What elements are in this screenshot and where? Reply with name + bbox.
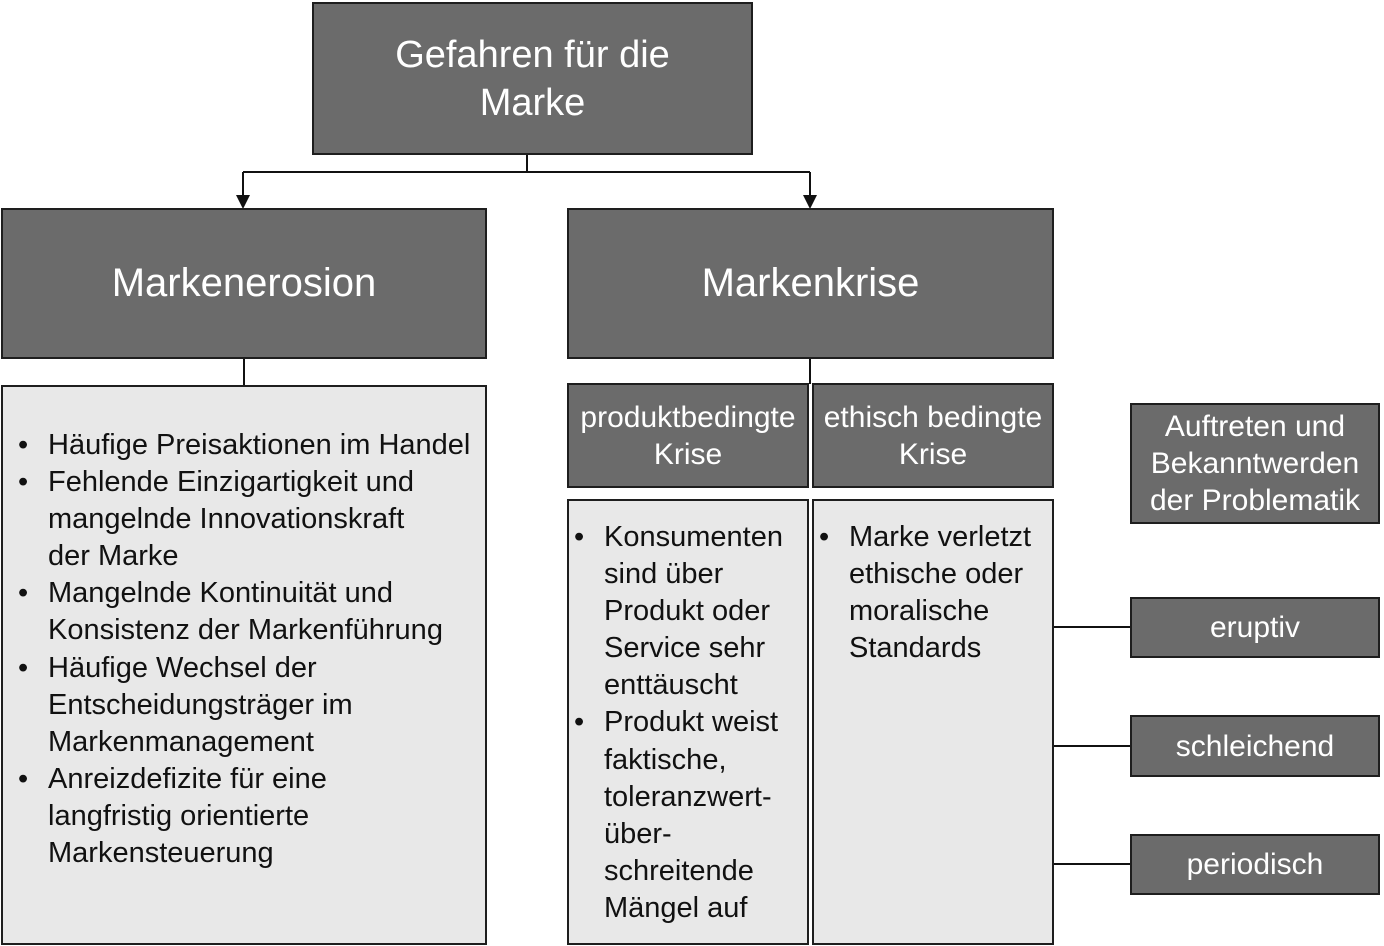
markenerosion-cause-list: Häufige Preisaktionen im Handel Fehlende… bbox=[3, 427, 485, 872]
markenkrise-box: Markenkrise bbox=[567, 208, 1054, 359]
eruptiv-label: eruptiv bbox=[1209, 611, 1301, 644]
list-item: Häufige Wechsel der Entscheidungsträger … bbox=[3, 650, 485, 761]
eruptiv-box: eruptiv bbox=[1130, 597, 1380, 658]
produkt-cause-list: Konsumenten sind über Produkt oder Servi… bbox=[569, 519, 807, 927]
schleichend-box: schleichend bbox=[1130, 715, 1380, 777]
markenerosion-causes: Häufige Preisaktionen im Handel Fehlende… bbox=[1, 385, 487, 945]
markenkrise-label: Markenkrise bbox=[701, 261, 920, 305]
ethisch-bedingte-krise-causes: Marke verletzt ethische oder moralische … bbox=[812, 499, 1054, 945]
list-item: Produkt weist faktische, toleranzwert- ü… bbox=[569, 704, 807, 927]
list-item: Konsumenten sind über Produkt oder Servi… bbox=[569, 519, 807, 704]
ethisch-cause-list: Marke verletzt ethische oder moralische … bbox=[814, 519, 1052, 667]
auftreten-label: Auftreten und Bekanntwerden der Problema… bbox=[1149, 410, 1361, 517]
list-item: Häufige Preisaktionen im Handel bbox=[3, 427, 485, 464]
periodisch-label: periodisch bbox=[1186, 848, 1324, 881]
produktbedingte-krise-causes: Konsumenten sind über Produkt oder Servi… bbox=[567, 499, 809, 945]
markenerosion-label: Markenerosion bbox=[111, 261, 377, 305]
auftreten-box: Auftreten und Bekanntwerden der Problema… bbox=[1130, 403, 1380, 524]
markenerosion-box: Markenerosion bbox=[1, 208, 487, 359]
schleichend-label: schleichend bbox=[1175, 729, 1335, 763]
ethisch-bedingte-krise-box: ethisch bedingte Krise bbox=[812, 383, 1054, 488]
list-item: Anreizdefizite für eine langfristig orie… bbox=[3, 761, 485, 872]
periodisch-box: periodisch bbox=[1130, 834, 1380, 895]
ethisch-bedingte-krise-label: ethisch bedingte Krise bbox=[823, 400, 1043, 471]
produktbedingte-krise-box: produktbedingte Krise bbox=[567, 383, 809, 488]
list-item: Marke verletzt ethische oder moralische … bbox=[814, 519, 1052, 667]
list-item: Mangelnde Kontinuität und Konsistenz der… bbox=[3, 575, 485, 649]
produktbedingte-krise-label: produktbedingte Krise bbox=[580, 400, 796, 471]
list-item: Fehlende Einzigartigkeit und mangelnde I… bbox=[3, 464, 485, 575]
root-label: Gefahren für die Marke bbox=[395, 33, 670, 124]
root-box: Gefahren für die Marke bbox=[312, 2, 753, 155]
